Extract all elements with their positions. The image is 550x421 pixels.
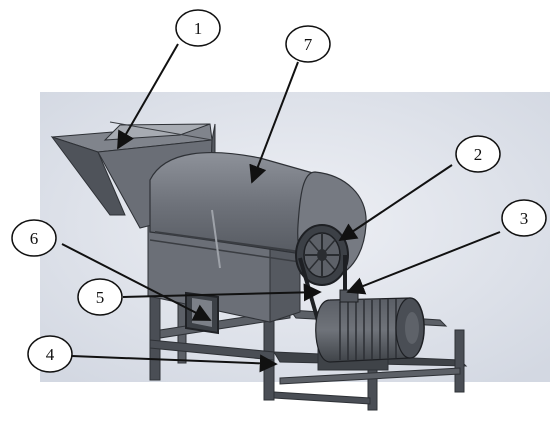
callout-6-label: 6 <box>30 229 39 248</box>
callout-4-label: 4 <box>46 345 55 364</box>
callout-7-label: 7 <box>304 35 313 54</box>
leader-lines <box>61 43 501 373</box>
callout-6: 6 <box>11 219 57 257</box>
callout-1-label: 1 <box>194 19 203 38</box>
leader-3 <box>346 231 501 295</box>
callout-2-label: 2 <box>474 145 483 164</box>
drive-pulley <box>295 224 349 286</box>
callout-3-label: 3 <box>520 209 529 228</box>
leader-1 <box>117 43 179 150</box>
callout-2: 2 <box>455 135 501 173</box>
callout-5: 5 <box>77 278 123 316</box>
leader-7 <box>249 61 299 184</box>
callout-3: 3 <box>501 199 547 237</box>
leader-4 <box>71 354 278 373</box>
callout-7: 7 <box>285 25 331 63</box>
callout-1: 1 <box>175 9 221 47</box>
leader-6 <box>61 243 212 321</box>
leader-5 <box>122 283 322 302</box>
leader-2 <box>338 164 453 242</box>
callout-5-label: 5 <box>96 288 105 307</box>
callout-4: 4 <box>27 335 73 373</box>
electric-motor <box>315 289 425 371</box>
